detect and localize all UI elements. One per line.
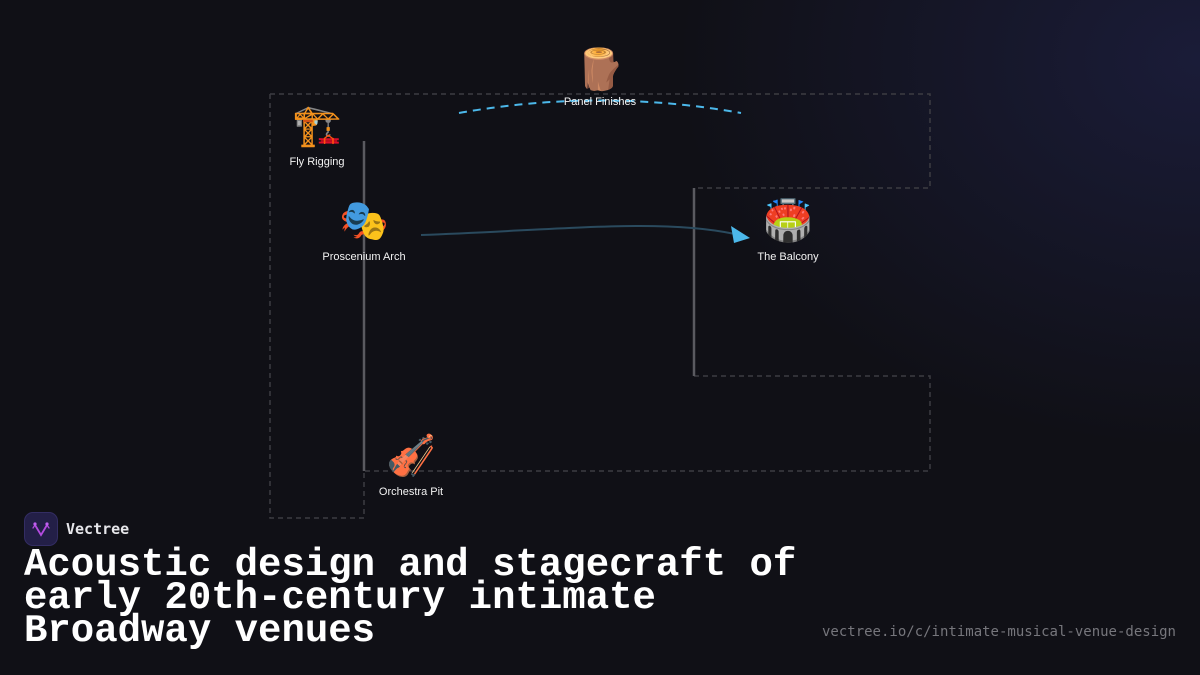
region-outline-left — [269, 94, 365, 519]
region-outline-bottom — [364, 375, 931, 472]
source-url[interactable]: vectree.io/c/intimate-musical-venue-desi… — [821, 624, 1176, 640]
node-orchestra-pit[interactable]: 🎻 Orchestra Pit — [379, 432, 443, 498]
node-label: Proscenium Arch — [322, 251, 406, 263]
construction-crane-icon: 🏗️ — [292, 104, 342, 148]
stadium-icon: 🏟️ — [763, 199, 813, 243]
wood-log-icon: 🪵 — [575, 48, 625, 92]
violin-icon: 🎻 — [386, 434, 436, 478]
vectree-logo-icon — [24, 512, 58, 546]
arrow-edge-line — [420, 224, 736, 236]
arrow-head-icon — [731, 226, 750, 243]
brand: Vectree — [24, 512, 129, 546]
brand-name: Vectree — [66, 520, 130, 538]
node-panel-finishes[interactable]: 🪵 Panel Finishes — [564, 46, 636, 108]
performing-arts-masks-icon: 🎭 — [339, 199, 389, 243]
region-outline-top — [270, 93, 931, 189]
page-title: Acoustic design and stagecraft of early … — [24, 543, 797, 653]
node-label: Panel Finishes — [563, 96, 637, 108]
dashed-arc-edge — [458, 99, 742, 114]
node-label: Fly Rigging — [289, 156, 345, 168]
node-label: The Balcony — [757, 251, 819, 263]
node-label: Orchestra Pit — [378, 486, 444, 498]
node-the-balcony[interactable]: 🏟️ The Balcony — [757, 197, 818, 263]
node-proscenium-arch[interactable]: 🎭 Proscenium Arch — [322, 197, 405, 263]
node-fly-rigging[interactable]: 🏗️ Fly Rigging — [289, 102, 344, 168]
